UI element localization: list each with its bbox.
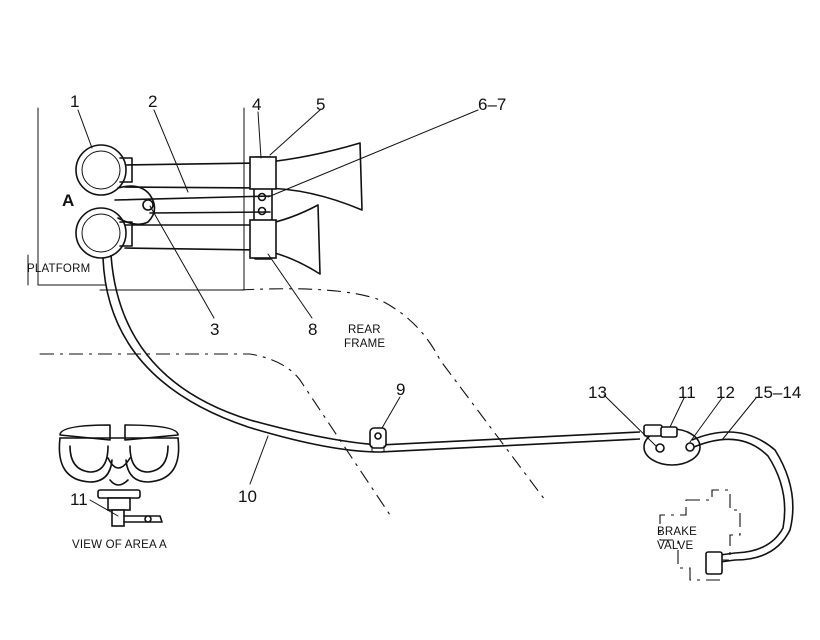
rear-frame-lines <box>39 288 546 516</box>
callout-11: 11 <box>678 383 696 402</box>
view-of-area-a-inset <box>58 424 180 527</box>
view-of-area-a-label: VIEW OF AREA A <box>72 539 167 551</box>
brake-valve-label-line1: BRAKE <box>657 526 697 538</box>
callout-2: 2 <box>148 92 157 111</box>
rear-frame-label-line2: FRAME <box>344 338 385 350</box>
callout-1: 1 <box>70 92 79 111</box>
text-labels: PLATFORM REAR FRAME BRAKE VALVE VIEW OF … <box>27 263 697 552</box>
callout-12: 12 <box>716 383 735 402</box>
callout-11-view: 11 <box>70 490 88 509</box>
air-hose-10 <box>102 254 641 453</box>
callout-numbers: 1 2 3 4 5 6–7 8 9 10 11 11 12 13 15–14 A <box>62 92 801 509</box>
platform-outline <box>27 107 245 291</box>
callout-10: 10 <box>238 487 257 506</box>
brake-valve <box>659 489 741 581</box>
callout-5: 5 <box>316 95 325 114</box>
area-a-marker: A <box>62 191 74 210</box>
rear-frame-label-line1: REAR <box>348 324 381 336</box>
callout-8: 8 <box>308 320 317 339</box>
horn-assembly <box>75 142 363 275</box>
air-hose-15-14 <box>691 431 794 563</box>
callout-3: 3 <box>210 320 219 339</box>
callout-9: 9 <box>396 380 405 399</box>
brake-valve-label-line2: VALVE <box>657 540 693 552</box>
callout-4: 4 <box>252 95 261 114</box>
callout-15-14: 15–14 <box>754 383 801 402</box>
callout-6-7: 6–7 <box>478 95 506 114</box>
callout-13: 13 <box>588 383 607 402</box>
leader-lines <box>77 109 757 517</box>
brake-valve-fitting <box>643 424 701 466</box>
platform-label: PLATFORM <box>27 263 90 275</box>
